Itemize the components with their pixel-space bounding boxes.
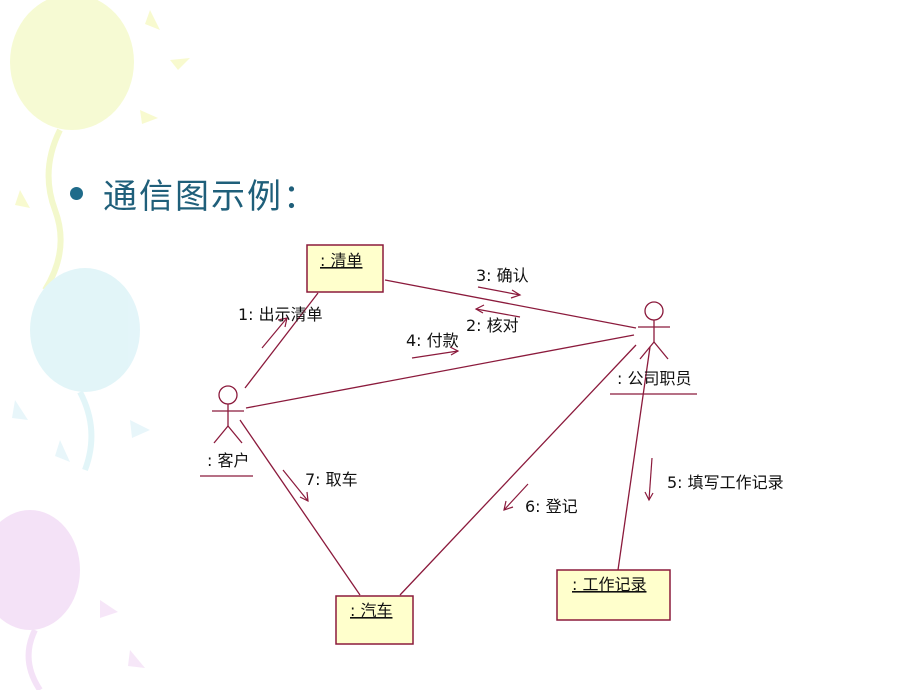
arrow-7-icon [282,469,309,503]
sparkle [128,650,145,668]
message-label-3: 3: 确认 [476,266,529,285]
object-box-worklog [556,569,671,621]
balloon-string [42,128,64,292]
bullet-icon [70,186,83,200]
sparkle [130,420,150,438]
object-box-list [306,244,384,293]
arrow-1-icon [261,317,288,349]
actor-clerk-icon [638,301,670,360]
object-label-car: : 汽车 [350,601,392,620]
object-box-car [335,595,414,645]
actor-label-customer: : 客户 [207,451,249,470]
link-clerk-car [399,344,637,596]
message-label-5: 5: 填写工作记录 [667,473,784,492]
link-list-clerk [384,279,637,329]
sparkle [140,110,158,124]
message-label-1: 1: 出示清单 [238,305,323,324]
link-customer-list [244,292,319,389]
sparkle [170,58,190,70]
link-customer-car [239,419,361,596]
actor-customer-icon [212,385,244,444]
slide-title: 通信图示例： [70,168,319,218]
arrow-5-icon [644,457,654,502]
message-label-7: 7: 取车 [305,470,358,489]
balloon-string [77,390,95,472]
balloon-purple [0,510,80,630]
arrow-3-icon [477,286,522,299]
sparkle [145,10,160,30]
link-customer-clerk [245,334,635,409]
arrow-6-icon [503,483,529,511]
message-label-6: 6: 登记 [525,497,578,516]
balloon-yellow [10,0,134,130]
actor-label-clerk: : 公司职员 [617,369,691,388]
message-label-2: 2: 核对 [466,316,519,335]
link-clerk-worklog [617,346,651,571]
sparkle [12,400,28,420]
object-label-worklog: : 工作记录 [572,575,646,594]
arrow-4-icon [411,346,460,359]
balloon-string [25,628,43,690]
sparkle [15,190,30,208]
balloon-blue [30,268,140,392]
message-label-4: 4: 付款 [406,331,459,350]
arrow-2-icon [474,304,521,318]
sparkle [100,600,118,618]
slide-title-text: 通信图示例： [103,176,319,217]
object-label-list: : 清单 [320,251,362,270]
sparkle [55,440,70,462]
